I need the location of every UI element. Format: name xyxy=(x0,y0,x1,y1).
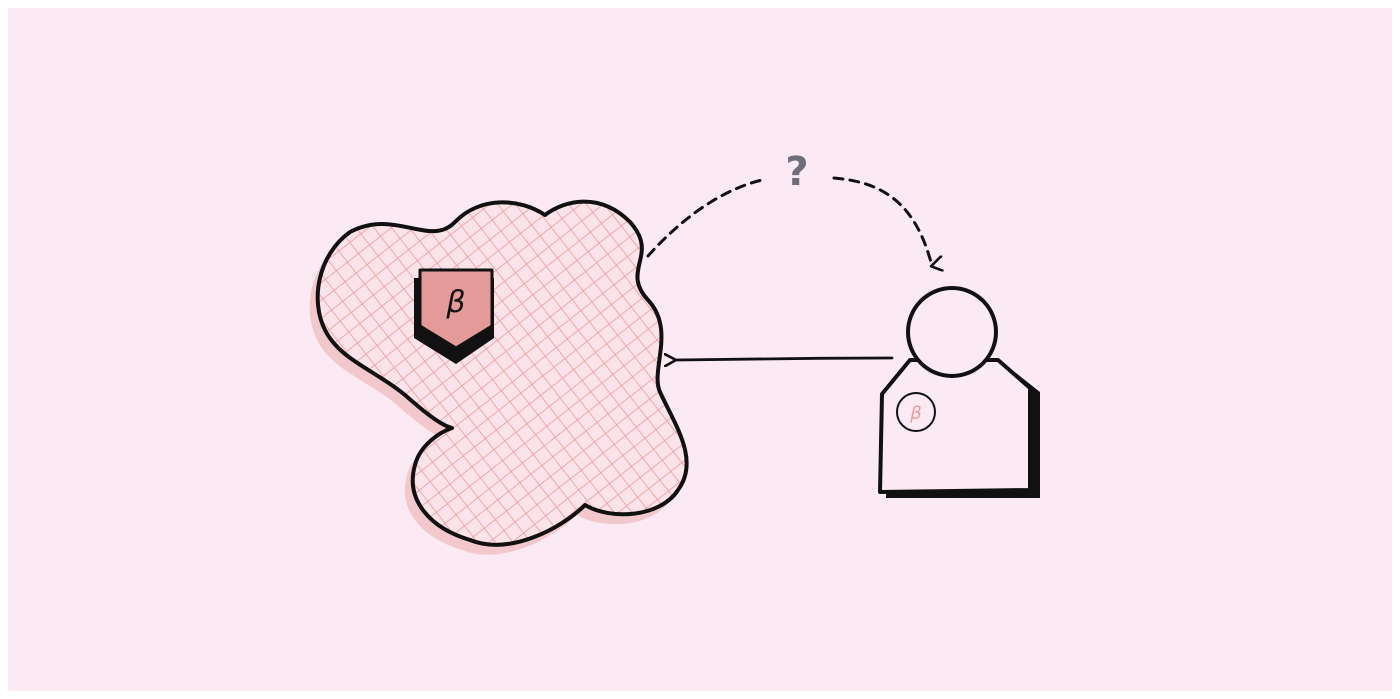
beta-shield-badge-icon: β xyxy=(414,268,494,364)
person-figure-icon: β xyxy=(878,286,1040,498)
hatched-territory-blob xyxy=(315,199,689,547)
person-badge-letter: β xyxy=(909,403,922,424)
dashed-curved-arrow-icon xyxy=(646,176,932,266)
badge-letter: β xyxy=(445,285,465,320)
diagram-background xyxy=(8,8,1392,691)
question-mark-label: ? xyxy=(785,149,808,195)
solid-arrow-left-icon xyxy=(676,358,894,360)
